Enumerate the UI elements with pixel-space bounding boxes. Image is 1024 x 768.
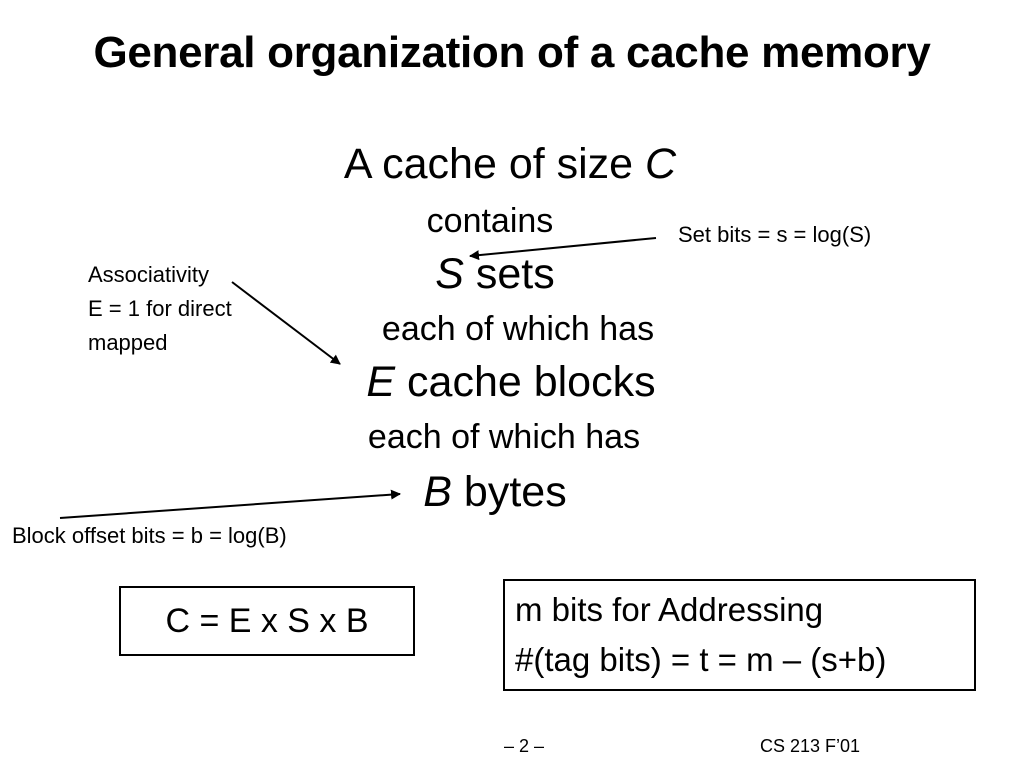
line-each-of-which-1: each of which has — [381, 310, 655, 348]
line-cache-blocks: E cache blocks — [0, 358, 1022, 407]
arrow-block-offset — [59, 489, 401, 519]
bytes-suffix: bytes — [451, 468, 567, 516]
addressing-line2: #(tag bits) = t = m – (s+b) — [515, 641, 887, 678]
cache-blocks-suffix: cache blocks — [395, 358, 656, 406]
line-each-of-which-2: each of which has — [367, 418, 641, 456]
line-bytes: B bytes — [0, 468, 990, 517]
note-assoc-line3: mapped — [88, 330, 168, 355]
note-block-offset: Block offset bits = b = log(B) — [12, 523, 287, 548]
note-associativity: Associativity E = 1 for direct mapped — [88, 258, 232, 360]
footer-course: CS 213 F’01 — [760, 736, 861, 756]
addressing-line1: m bits for Addressing — [515, 591, 824, 628]
var-b: B — [423, 468, 452, 516]
var-s: S — [435, 250, 464, 298]
slide-title: General organization of a cache memory — [93, 28, 931, 77]
sets-suffix: sets — [463, 250, 555, 298]
note-assoc-line1: Associativity — [88, 262, 210, 287]
var-e: E — [366, 358, 396, 406]
cache-size-prefix: A cache of size — [343, 140, 646, 188]
footer-page-number: – 2 – — [504, 736, 545, 756]
formula-text: C = E x S x B — [165, 602, 369, 640]
var-c: C — [645, 140, 677, 188]
line-contains: contains — [426, 202, 554, 240]
addressing-box: m bits for Addressing #(tag bits) = t = … — [503, 579, 976, 691]
arrow-set-bits — [469, 237, 657, 261]
line-sets: S sets — [0, 250, 990, 299]
note-assoc-line2: E = 1 for direct — [88, 296, 232, 321]
line-cache-size: A cache of size C — [0, 140, 1020, 189]
arrow-associativity — [231, 281, 341, 365]
formula-box: C = E x S x B — [119, 586, 415, 656]
note-set-bits: Set bits = s = log(S) — [678, 222, 872, 247]
